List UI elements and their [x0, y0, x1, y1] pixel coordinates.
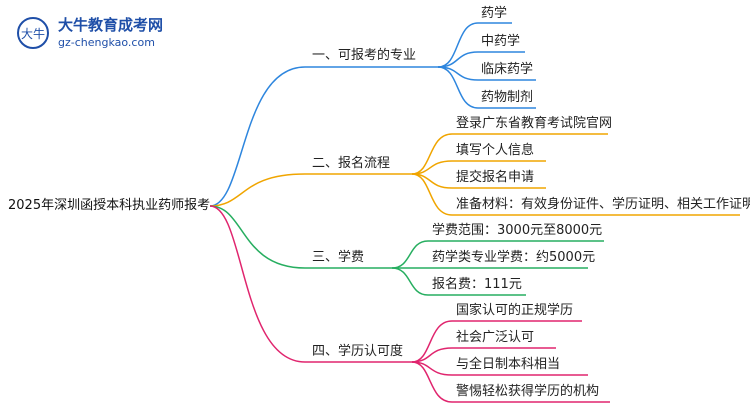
branch-3-label: 三、学费: [312, 250, 365, 265]
connector-root-branch-2: [209, 173, 412, 207]
logo-title: 大牛教育成考网: [58, 16, 164, 34]
connector-b4-c1: [411, 320, 582, 363]
connector-root-branch-3: [209, 205, 392, 269]
mindmap-root: 2025年深圳函授本科执业药师报考: [8, 198, 211, 213]
branch-2-item-3: 提交报名申请: [456, 170, 535, 185]
branch-1-label: 一、可报考的专业: [312, 48, 417, 63]
branch-1-item-4: 药物制剂: [481, 90, 534, 105]
branch-2-item-4: 准备材料：有效身份证件、学历证明、相关工作证明: [456, 197, 750, 212]
branch-1-item-1: 药学: [481, 6, 508, 21]
branch-2-item-1: 登录广东省教育考试院官网: [456, 116, 613, 131]
logo-mark-icon: 大牛: [17, 17, 49, 49]
branch-1-item-2: 中药学: [481, 34, 521, 49]
branch-3-item-2: 药学类专业学费：约5000元: [432, 250, 596, 265]
logo-url: gz-chengkao.com: [58, 36, 155, 49]
branch-1-item-3: 临床药学: [481, 62, 534, 77]
connector-root-branch-4: [209, 205, 412, 363]
branch-4-item-4: 警惕轻松获得学历的机构: [456, 384, 600, 399]
connector-b3-c1: [391, 240, 604, 269]
connector-b1-c2: [437, 51, 525, 68]
branch-4-item-3: 与全日制本科相当: [456, 357, 561, 372]
connector-b1-c1: [437, 22, 512, 68]
branch-4-label: 四、学历认可度: [312, 344, 404, 359]
branch-2-label: 二、报名流程: [312, 156, 391, 171]
branch-4-item-2: 社会广泛认可: [456, 330, 535, 345]
connector-b2-c1: [411, 133, 608, 175]
connector-b4-c4: [411, 361, 610, 403]
connector-b1-c4: [437, 66, 536, 109]
branch-4-item-1: 国家认可的正规学历: [456, 303, 574, 318]
site-logo: 大牛 大牛教育成考网 gz-chengkao.com: [16, 12, 216, 52]
connector-b4-c2: [411, 347, 556, 363]
connector-b3-c3: [391, 267, 526, 296]
connector-b2-c2: [411, 160, 546, 175]
branch-3-item-3: 报名费：111元: [432, 277, 522, 292]
connector-root-branch-1: [209, 66, 438, 207]
logo-mark-text: 大牛: [21, 26, 45, 41]
branch-2-item-2: 填写个人信息: [456, 143, 535, 158]
connector-b2-c4: [411, 173, 740, 216]
branch-3-item-1: 学费范围：3000元至8000元: [432, 223, 603, 238]
